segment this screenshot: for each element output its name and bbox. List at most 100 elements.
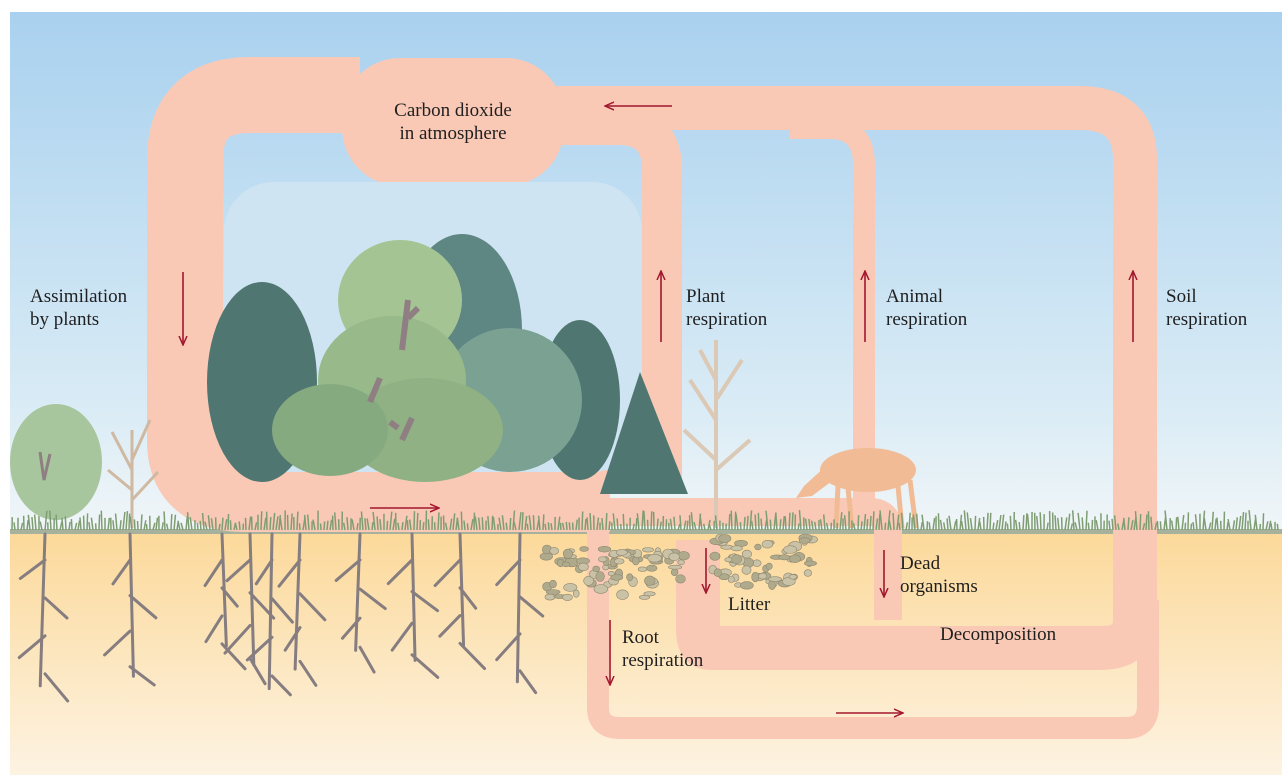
atmosphere-blob	[342, 58, 564, 186]
litter-particle	[669, 553, 680, 561]
grass-blade	[377, 516, 378, 530]
grass-blade	[938, 513, 939, 530]
grass-blade	[548, 522, 549, 530]
grass-blade	[587, 517, 588, 530]
litter-particle	[740, 582, 753, 590]
grass-blade	[228, 514, 229, 530]
litter-particle	[789, 575, 797, 580]
grass-blade	[744, 517, 745, 530]
plant-respiration-label-1: Plant	[686, 286, 726, 307]
atmosphere-label-1: Carbon dioxide	[394, 100, 512, 121]
grass-blade	[1176, 517, 1177, 530]
grass-blade	[1082, 517, 1083, 530]
grass-blade	[428, 519, 429, 530]
grass-blade	[1140, 514, 1141, 530]
grass-blade	[1146, 514, 1147, 530]
left-tree-canopy	[10, 404, 102, 520]
grass-blade	[680, 515, 681, 530]
litter-particle	[710, 552, 720, 560]
litter-particle	[550, 580, 557, 588]
litter-particle	[642, 548, 653, 553]
grass-blade	[1185, 523, 1186, 530]
grass-blade	[80, 517, 81, 530]
grass-blade	[527, 524, 528, 530]
grass-blade	[14, 522, 15, 530]
grass-blade	[402, 522, 403, 530]
grass-blade	[129, 514, 130, 530]
grass-blade	[327, 521, 328, 530]
grass-blade	[873, 511, 874, 530]
litter-particle	[598, 546, 611, 552]
grass-blade	[569, 522, 570, 530]
litter-particle	[598, 557, 607, 562]
grass-blade	[134, 519, 135, 530]
litter-particle	[611, 575, 623, 581]
grass-blade	[740, 522, 741, 530]
grass-blade	[566, 522, 567, 530]
assimilation-label-2: by plants	[30, 309, 99, 330]
litter-particle	[596, 572, 605, 582]
grass-blade	[1112, 519, 1113, 530]
grass-blade	[461, 512, 462, 530]
root-respiration-label-2: respiration	[622, 650, 704, 671]
grass-blade	[347, 517, 348, 530]
grass-blade	[1277, 524, 1278, 530]
grass-blade	[590, 513, 591, 530]
litter-particle	[627, 574, 633, 581]
grass-blade	[87, 513, 88, 530]
grass-blade	[56, 515, 57, 530]
grass-blade	[297, 512, 298, 530]
assimilation-label-1: Assimilation	[30, 286, 128, 307]
grass-blade	[230, 520, 231, 530]
decomposition-label: Decomposition	[940, 624, 1057, 645]
litter-particle	[648, 554, 662, 562]
grass-blade	[380, 519, 381, 530]
litter-particle	[719, 534, 731, 542]
grass-blade	[987, 513, 988, 530]
root-respiration-label-1: Root	[622, 627, 660, 648]
litter-particle	[578, 563, 588, 571]
litter-label: Litter	[728, 594, 771, 615]
grass-blade	[467, 523, 468, 530]
grass-blade	[1245, 513, 1246, 530]
grass-blade	[270, 517, 271, 530]
grass-blade	[666, 519, 667, 530]
litter-particle	[731, 546, 743, 551]
grass-blade	[492, 516, 493, 530]
grass-blade	[423, 522, 424, 530]
litter-particle	[668, 565, 681, 569]
grass-blade	[1005, 521, 1006, 530]
grass-blade	[62, 518, 63, 530]
grass-blade	[1088, 523, 1089, 530]
grass-blade	[929, 522, 930, 530]
grass-blade	[858, 515, 859, 530]
litter-particle	[732, 555, 742, 564]
litter-particle	[573, 590, 579, 597]
dead-organisms-label-2: organisms	[900, 576, 978, 597]
litter-particle	[678, 560, 685, 565]
grass-blade	[780, 519, 781, 530]
grass-blade	[770, 520, 771, 530]
litter-particle	[804, 570, 812, 577]
grass-blade	[1019, 522, 1020, 530]
grass-blade	[731, 511, 732, 530]
grass-blade	[1026, 513, 1027, 530]
grass-blade	[171, 514, 172, 530]
litter-particle	[752, 572, 759, 582]
grass-blade	[299, 523, 300, 530]
grass-blade	[1160, 521, 1161, 530]
grass-blade	[372, 522, 373, 530]
grass-blade	[1148, 511, 1149, 530]
grass-blade	[113, 520, 114, 530]
litter-particle	[563, 594, 573, 600]
plant-respiration-label-2: respiration	[686, 309, 768, 330]
deer-body	[820, 448, 916, 492]
grass-blade	[1086, 511, 1087, 530]
litter-particle	[804, 561, 816, 566]
litter-particle	[753, 560, 761, 567]
grass-blade	[1157, 521, 1158, 530]
atmosphere-label-2: in atmosphere	[399, 123, 506, 144]
grass-blade	[651, 511, 652, 530]
litter-particle	[676, 575, 686, 583]
grass-blade	[164, 511, 165, 530]
